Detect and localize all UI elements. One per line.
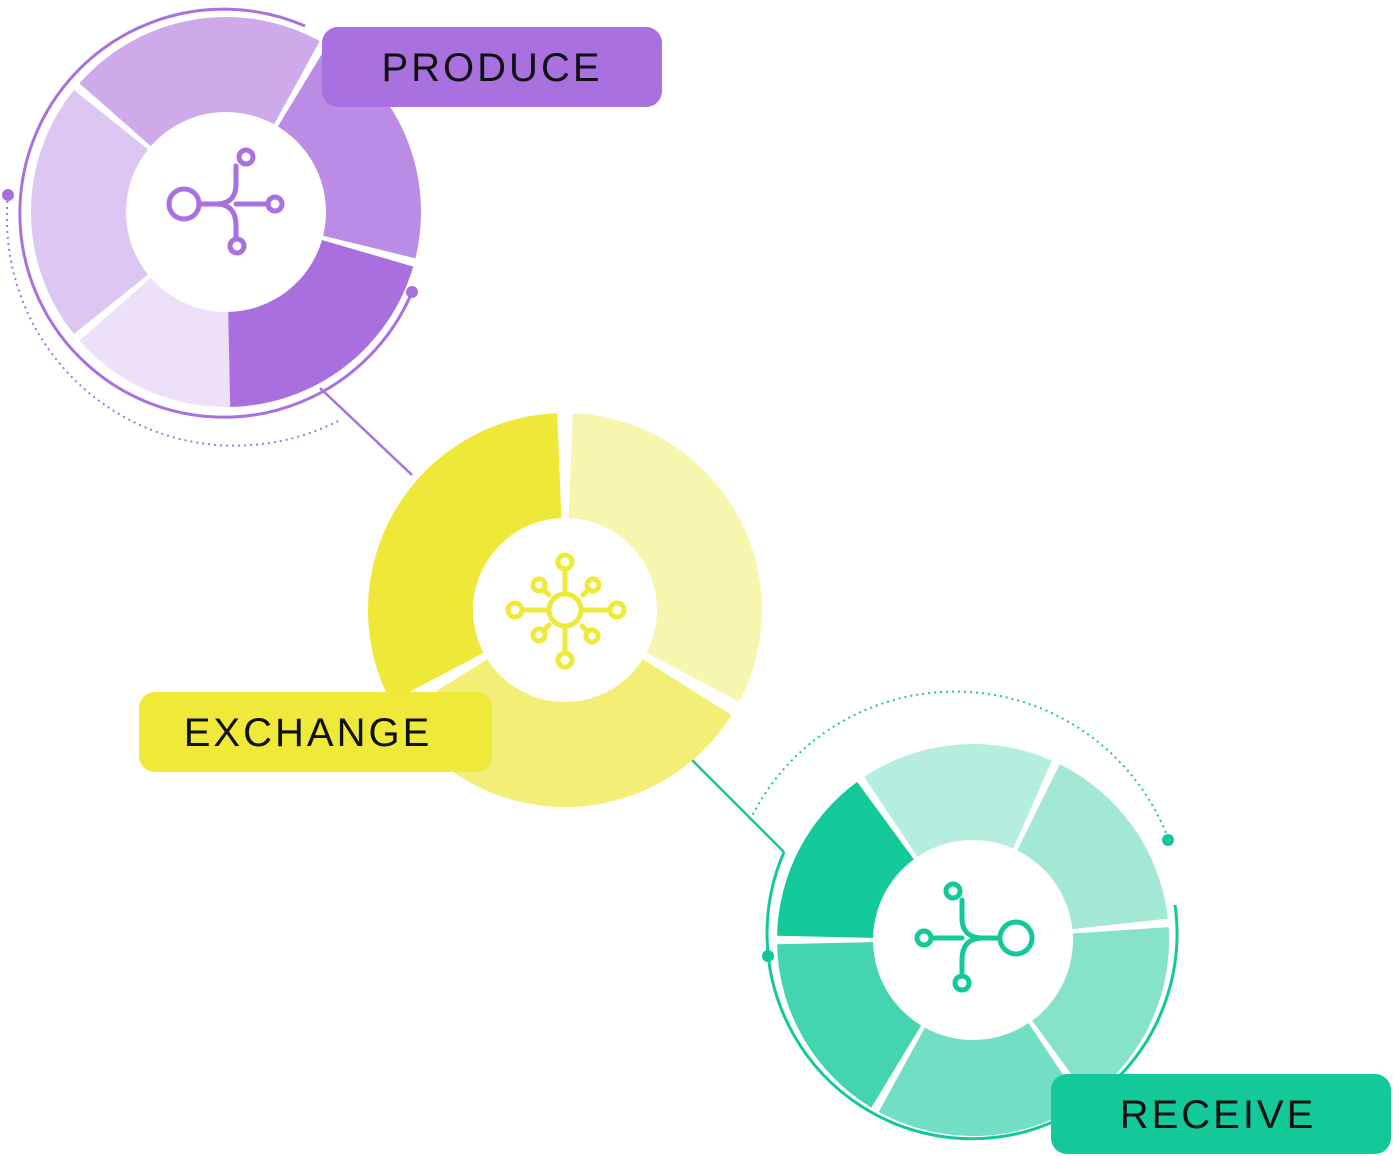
produce-label: PRODUCE bbox=[322, 27, 662, 107]
receive-segment bbox=[777, 781, 914, 938]
produce-label-text: PRODUCE bbox=[381, 46, 602, 90]
receive-label: RECEIVE bbox=[1051, 1074, 1391, 1154]
produce-arc-dot-end bbox=[406, 286, 418, 298]
receive-outer-arc bbox=[765, 851, 1179, 1141]
hub-network-icon bbox=[505, 552, 627, 670]
connector-produce-exchange bbox=[319, 387, 413, 476]
exchange-segment bbox=[368, 413, 562, 702]
exchange-segment bbox=[568, 413, 763, 702]
receive-arc-dot-end bbox=[1162, 834, 1174, 846]
produce-outer-arc bbox=[18, 7, 414, 419]
produce-arc-dot-start bbox=[2, 189, 14, 201]
produce-segment bbox=[277, 45, 422, 259]
produce-label-bg bbox=[322, 27, 662, 107]
produce-segment bbox=[79, 277, 256, 407]
network-node-icon bbox=[914, 881, 1035, 993]
receive-dotted-arc bbox=[749, 690, 1169, 839]
exchange-center bbox=[477, 522, 653, 698]
produce-center bbox=[130, 116, 322, 308]
produce-dotted-arc bbox=[5, 194, 341, 447]
exchange-label: EXCHANGE bbox=[139, 692, 492, 772]
receive-segment bbox=[777, 942, 922, 1108]
receive-segments bbox=[777, 744, 1169, 1136]
receive-segment bbox=[878, 1023, 1082, 1136]
network-node-icon bbox=[166, 147, 285, 256]
receive-ring bbox=[749, 690, 1179, 1141]
receive-arc-dot-start bbox=[762, 950, 774, 962]
exchange-label-bg bbox=[139, 692, 492, 772]
receive-label-text: RECEIVE bbox=[1120, 1093, 1317, 1137]
receive-segment bbox=[1017, 764, 1168, 930]
produce-segment bbox=[228, 239, 414, 407]
connector-exchange-receive bbox=[691, 759, 785, 853]
produce-segments bbox=[30, 16, 422, 407]
produce-ring bbox=[2, 7, 422, 447]
exchange-label-text: EXCHANGE bbox=[184, 711, 433, 755]
receive-label-bg bbox=[1051, 1074, 1391, 1154]
produce-segment bbox=[79, 16, 320, 147]
produce-segment bbox=[30, 89, 149, 335]
receive-segment bbox=[864, 744, 1052, 857]
receive-segment bbox=[1032, 927, 1169, 1099]
